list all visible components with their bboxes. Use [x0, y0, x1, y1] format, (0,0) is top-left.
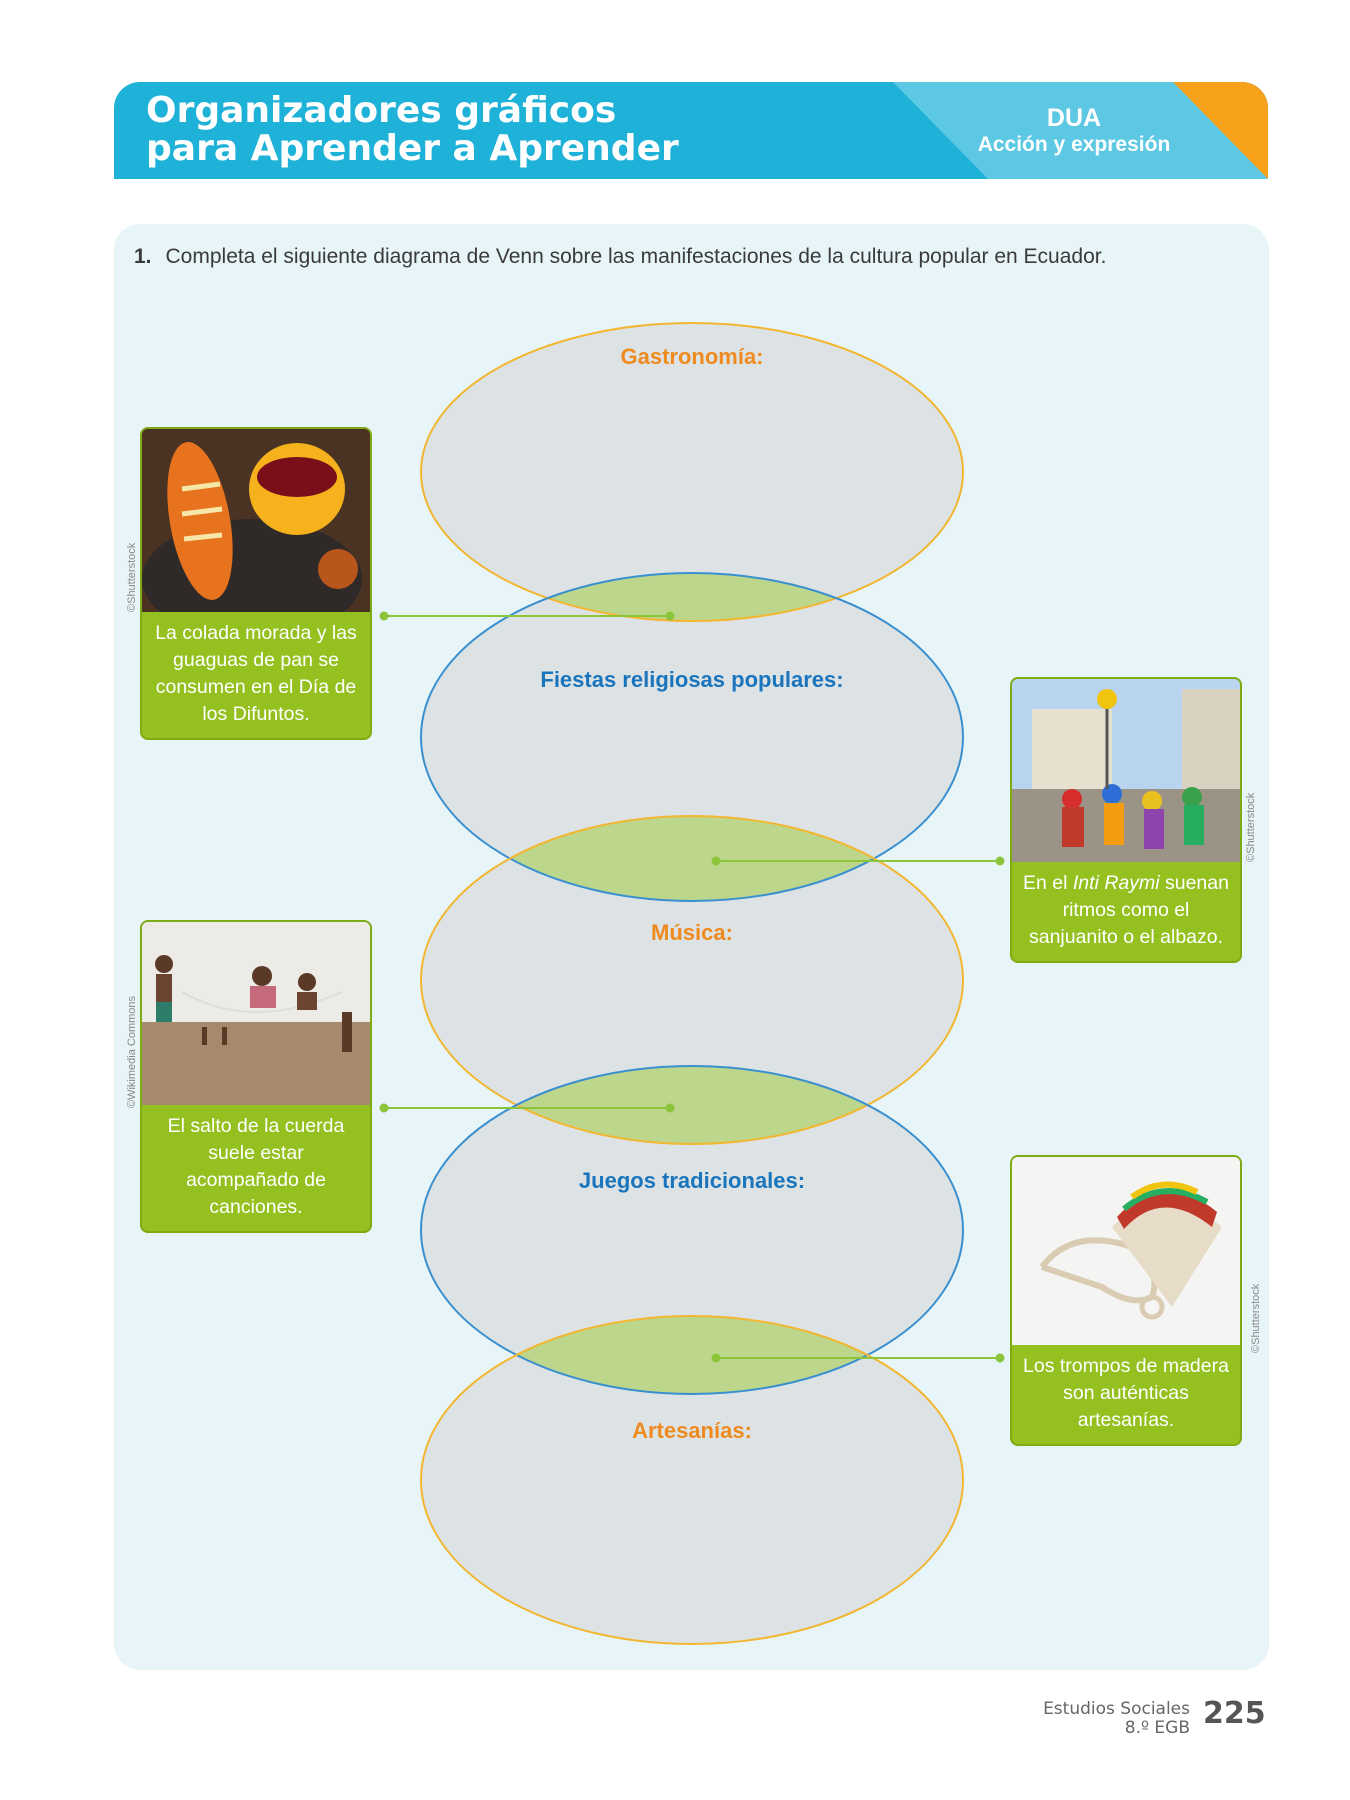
colada-morada-photo — [142, 429, 370, 639]
outline-juegos — [420, 1065, 964, 1395]
grade-label: 8.º EGB — [1124, 1718, 1190, 1738]
exercise-instruction: 1. Completa el siguiente diagrama de Venn… — [134, 245, 1106, 269]
inti-raymi-photo — [1012, 679, 1240, 862]
info-card-colada: La colada morada y las guaguas de pan se… — [140, 427, 372, 740]
outline-musica — [420, 815, 964, 1145]
page-number: 225 — [1203, 1696, 1266, 1731]
card-caption: La colada morada y las guaguas de pan se… — [155, 622, 357, 725]
salto-cuerda-photo — [142, 922, 370, 1105]
connector-dot — [379, 1103, 389, 1113]
connector-dot — [665, 1103, 675, 1113]
dua-subtitle: Acción y expresión — [977, 133, 1171, 156]
title-line-2: para Aprender a Aprender — [146, 128, 679, 169]
subject-name: Estudios Sociales — [1043, 1699, 1190, 1719]
connector-dot — [995, 856, 1005, 866]
connector-dot — [995, 1353, 1005, 1363]
outline-fiestas — [420, 572, 964, 902]
section-banner: Organizadores gráficos para Aprender a A… — [114, 82, 1268, 179]
outline-gastronomia — [420, 322, 964, 622]
photo-credit: ©Shutterstock — [1250, 1283, 1262, 1353]
info-card-trompos: Los trompos de madera son auténticas art… — [1010, 1155, 1242, 1446]
venn-circle-juegos[interactable] — [421, 1066, 963, 1394]
page-title: Organizadores gráficos para Aprender a A… — [146, 92, 679, 168]
venn-label-juegos: Juegos tradicionales: — [578, 1168, 806, 1193]
caption-part: En el — [1023, 872, 1073, 894]
venn-label-musica: Música: — [651, 920, 733, 945]
info-card-inti-raymi: En el Inti Raymi suenan ritmos como el s… — [1010, 677, 1242, 963]
connector-dot — [665, 611, 675, 621]
festival-illustration — [1012, 679, 1240, 862]
connector-dot — [711, 856, 721, 866]
connector-dot — [711, 1353, 721, 1363]
title-line-1: Organizadores gráficos — [146, 90, 617, 131]
venn-circle-musica[interactable] — [421, 816, 963, 1144]
venn-label-artesanias: Artesanías: — [632, 1418, 752, 1443]
venn-circle-gastronomia[interactable] — [421, 323, 963, 621]
venn-circle-artesanias[interactable] — [421, 1316, 963, 1644]
info-card-salto-cuerda: El salto de la cuerda suele estar acompa… — [140, 920, 372, 1233]
venn-label-fiestas: Fiestas religiosas populares: — [540, 667, 844, 692]
spinning-top-illustration — [1012, 1157, 1240, 1345]
outline-artesanias — [420, 1315, 964, 1645]
caption-part: suenan ritmos como el sanjuanito o el al… — [1028, 872, 1229, 948]
photo-credit: ©Shutterstock — [1245, 792, 1257, 862]
photo-credit: ©Wikimedia Commons — [126, 995, 138, 1108]
card-caption: El salto de la cuerda suele estar acompa… — [167, 1115, 345, 1218]
footer-subject: Estudios Sociales 8.º EGB — [1043, 1700, 1190, 1738]
beach-illustration — [142, 922, 370, 1105]
exercise-number: 1. — [134, 245, 152, 268]
trompo-photo — [1012, 1157, 1240, 1345]
card-caption: Los trompos de madera son auténticas art… — [1023, 1355, 1229, 1431]
venn-circle-fiestas[interactable] — [421, 573, 963, 901]
dua-label: DUA — [1046, 104, 1102, 132]
card-caption: En el Inti Raymi suenan ritmos como el s… — [1012, 862, 1240, 961]
caption-emphasis: Inti Raymi — [1072, 872, 1160, 894]
venn-label-gastronomia: Gastronomía: — [620, 344, 764, 369]
instruction-text: Completa el siguiente diagrama de Venn s… — [165, 245, 1107, 268]
dua-badge: DUA Acción y expresión — [974, 104, 1174, 158]
colada-illustration — [142, 429, 370, 639]
connector-dot — [379, 611, 389, 621]
photo-credit: ©Shutterstock — [126, 542, 138, 612]
